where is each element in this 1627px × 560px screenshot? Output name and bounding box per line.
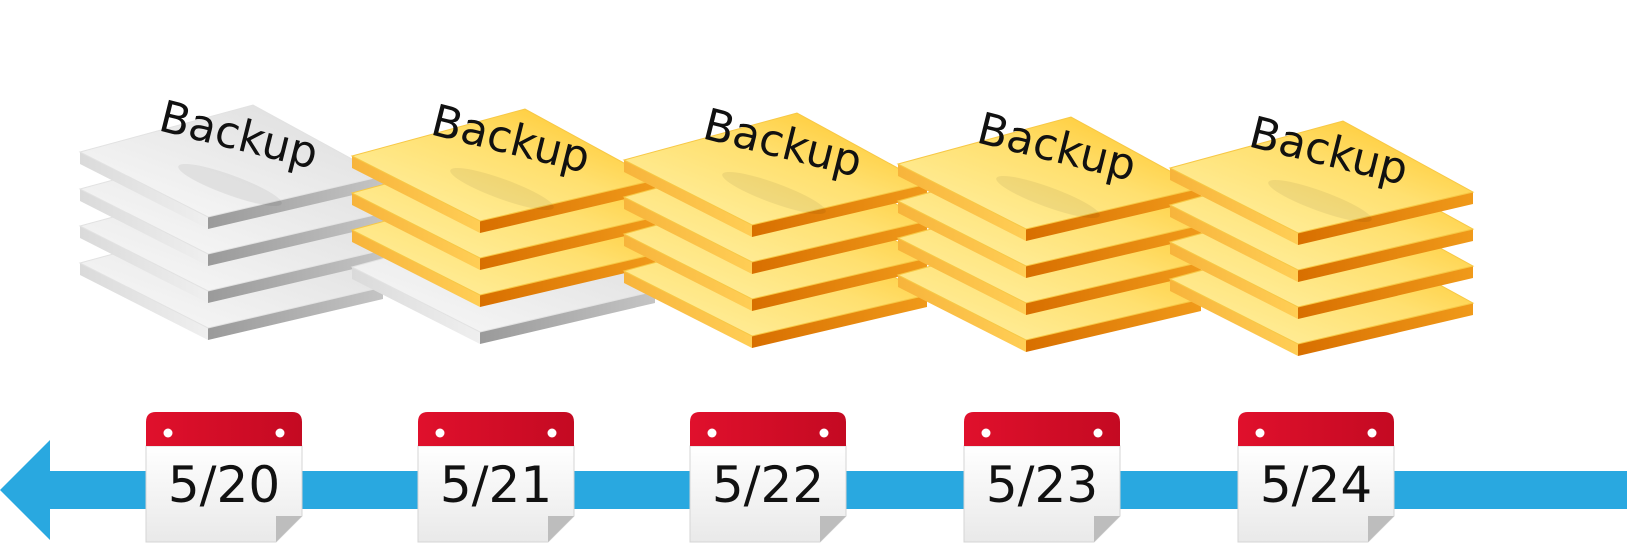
layer-right-face bbox=[208, 176, 383, 229]
calendar-ring bbox=[163, 428, 173, 438]
label-shadow bbox=[996, 175, 1100, 219]
layer-left-face bbox=[898, 201, 1026, 278]
calendar-header bbox=[964, 412, 1120, 446]
gold-backup-layer bbox=[622, 112, 929, 237]
calendar-date: 5/20 bbox=[168, 456, 280, 514]
calendar-icon: 5/22 bbox=[689, 412, 847, 543]
calendar-ring bbox=[819, 428, 829, 438]
calendar-ring bbox=[707, 428, 717, 438]
calendar-fold bbox=[548, 516, 574, 542]
gold-backup-layer bbox=[1168, 120, 1475, 245]
layer-top-face bbox=[1168, 120, 1475, 234]
layer-right-face bbox=[1026, 225, 1201, 278]
gold-backup-layer bbox=[350, 108, 657, 233]
layer-right-face bbox=[208, 213, 383, 266]
calendar-fold bbox=[276, 516, 302, 542]
gray-backup-layer bbox=[78, 104, 385, 229]
layer-left-face bbox=[352, 156, 480, 233]
calendar-ring bbox=[981, 428, 991, 438]
calendar-header bbox=[1238, 412, 1394, 446]
layer-right-face bbox=[480, 180, 655, 233]
backup-stack: Backup bbox=[350, 95, 657, 344]
date-calendars: 5/20 5/21 5/22 5/23 5/24 bbox=[145, 412, 1395, 543]
layer-right-face bbox=[480, 254, 655, 307]
timeline-arrow-head bbox=[0, 440, 50, 540]
calendar-fold bbox=[1094, 516, 1120, 542]
calendar-date: 5/23 bbox=[986, 456, 1098, 514]
layer-right-face bbox=[1298, 266, 1473, 319]
layer-left-face bbox=[1170, 279, 1298, 356]
layer-left-face bbox=[352, 193, 480, 270]
calendar-date: 5/21 bbox=[440, 456, 552, 514]
calendar-fold bbox=[1368, 516, 1394, 542]
calendar-ring bbox=[435, 428, 445, 438]
backup-stack: Backup bbox=[78, 91, 385, 340]
layer-left-face bbox=[80, 152, 208, 229]
calendar-header bbox=[418, 412, 574, 446]
label-shadow bbox=[178, 163, 282, 207]
label-shadow bbox=[722, 171, 826, 215]
layer-right-face bbox=[1298, 192, 1473, 245]
label-shadow bbox=[1268, 179, 1372, 223]
layer-left-face bbox=[624, 271, 752, 348]
calendar-icon: 5/20 bbox=[145, 412, 303, 543]
layer-left-face bbox=[898, 275, 1026, 352]
layer-left-face bbox=[352, 230, 480, 307]
calendar-date: 5/22 bbox=[712, 456, 824, 514]
calendar-icon: 5/23 bbox=[963, 412, 1121, 543]
label-shadow bbox=[450, 167, 554, 211]
calendar-ring bbox=[1255, 428, 1265, 438]
calendar-icon: 5/21 bbox=[417, 412, 575, 543]
layer-right-face bbox=[1026, 299, 1201, 352]
layer-right-face bbox=[752, 258, 927, 311]
layer-right-face bbox=[208, 250, 383, 303]
layer-right-face bbox=[752, 295, 927, 348]
layer-right-face bbox=[1298, 229, 1473, 282]
calendar-header bbox=[146, 412, 302, 446]
calendar-ring bbox=[1093, 428, 1103, 438]
calendar-icon: 5/24 bbox=[1237, 412, 1395, 543]
layer-right-face bbox=[1298, 303, 1473, 356]
layer-left-face bbox=[352, 267, 480, 344]
layer-left-face bbox=[898, 238, 1026, 315]
layer-left-face bbox=[624, 197, 752, 274]
layer-right-face bbox=[752, 184, 927, 237]
layer-left-face bbox=[1170, 168, 1298, 245]
calendar-fold bbox=[820, 516, 846, 542]
layer-right-face bbox=[480, 217, 655, 270]
calendar-date: 5/24 bbox=[1260, 456, 1372, 514]
layer-left-face bbox=[80, 263, 208, 340]
calendar-ring bbox=[275, 428, 285, 438]
layer-right-face bbox=[208, 287, 383, 340]
backup-stack: Backup bbox=[896, 103, 1203, 352]
backup-stack: Backup bbox=[622, 99, 929, 348]
layer-left-face bbox=[624, 160, 752, 237]
calendar-ring bbox=[1367, 428, 1377, 438]
layer-right-face bbox=[1026, 188, 1201, 241]
calendar-ring bbox=[547, 428, 557, 438]
gold-backup-layer bbox=[896, 116, 1203, 241]
backup-stack: Backup bbox=[1168, 107, 1475, 356]
layer-left-face bbox=[898, 164, 1026, 241]
layer-right-face bbox=[480, 291, 655, 344]
layer-left-face bbox=[1170, 205, 1298, 282]
layer-right-face bbox=[752, 221, 927, 274]
layer-left-face bbox=[624, 234, 752, 311]
layer-left-face bbox=[1170, 242, 1298, 319]
calendar-header bbox=[690, 412, 846, 446]
layer-left-face bbox=[80, 189, 208, 266]
layer-left-face bbox=[80, 226, 208, 303]
layer-right-face bbox=[1026, 262, 1201, 315]
